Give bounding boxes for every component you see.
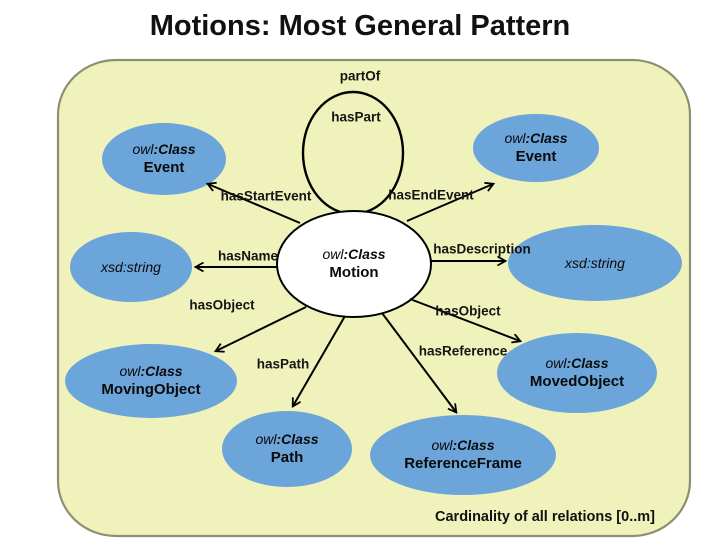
edge-label-hasreference: hasReference [418, 343, 508, 359]
arrow-has-start-event [208, 184, 301, 224]
node-moving-object [65, 344, 237, 418]
edge-label-haspath: hasPath [256, 356, 310, 372]
node-string-left [70, 232, 192, 302]
edge-label-hasobject-left: hasObject [189, 297, 255, 313]
node-motion [276, 210, 432, 318]
arrow-has-path [293, 315, 346, 406]
edge-label-partof: partOf [339, 68, 381, 84]
node-moved-object-label: owl:Class MovedObject [529, 355, 625, 391]
edge-label-hasdescription: hasDescription [433, 241, 531, 257]
node-event-left-label: owl:Class Event [132, 141, 196, 177]
node-event-right-label: owl:Class Event [504, 130, 568, 166]
cardinality-note: Cardinality of all relations [0..m] [435, 509, 655, 525]
edge-label-hasendevent: hasEndEvent [388, 187, 474, 203]
node-path [222, 411, 352, 487]
node-moved-object [497, 333, 657, 413]
page-title: Motions: Most General Pattern [149, 10, 571, 42]
edge-label-hasobject-right: hasObject [435, 303, 501, 319]
arrow-has-object-left [216, 306, 307, 351]
node-event-right [473, 114, 599, 182]
node-string-left-label: xsd:string [101, 258, 161, 275]
node-motion-label: owl:Class Motion [322, 246, 386, 282]
arrow-has-object-right [409, 298, 520, 341]
node-path-label: owl:Class Path [255, 431, 319, 467]
node-string-right [508, 225, 682, 301]
node-reference-frame-label: owl:Class ReferenceFrame [404, 437, 522, 473]
node-reference-frame [370, 415, 556, 495]
edge-label-hasstartevent: hasStartEvent [220, 188, 312, 204]
node-moving-object-label: owl:Class MovingObject [101, 363, 201, 399]
edge-label-hasname: hasName [217, 248, 279, 264]
arrow-has-end-event [406, 184, 493, 222]
node-string-right-label: xsd:string [565, 254, 625, 271]
arrow-has-reference [381, 312, 456, 412]
node-event-left [102, 123, 226, 195]
edge-label-haspart: hasPart [331, 109, 381, 125]
